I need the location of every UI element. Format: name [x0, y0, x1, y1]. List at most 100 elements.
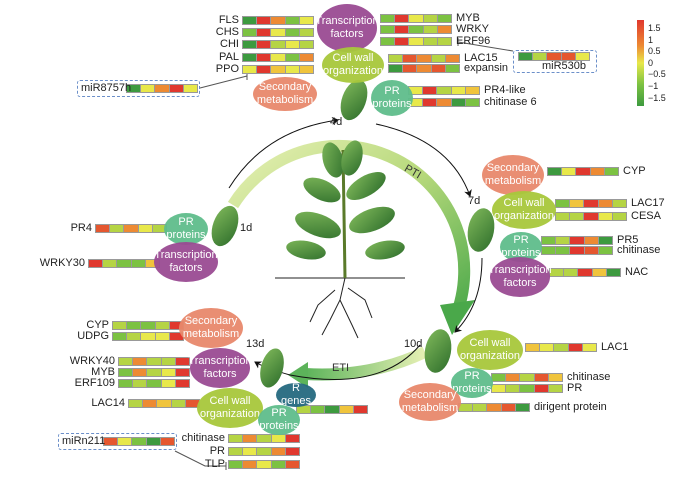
heatmap-cell: [127, 333, 141, 340]
heatmap-cell: [169, 333, 184, 340]
heatmap-cell: [243, 448, 257, 455]
heatmap-cell: [257, 66, 271, 73]
heatmap-cell: [243, 17, 257, 24]
heatmap-cell: [584, 200, 598, 207]
heatmap-cell: [285, 17, 299, 24]
arrow-1d-4d: [228, 116, 339, 189]
category-sm: Secondary metabolism: [399, 383, 461, 421]
heatmap-cell: [229, 461, 243, 468]
heatmap-cell: [132, 438, 146, 445]
heatmap-row: [242, 53, 314, 62]
scale-tick: −0.5: [648, 69, 666, 79]
mirna-heatmap-row: [518, 52, 590, 61]
heatmap-cell: [520, 385, 534, 392]
heatmap-cell: [437, 99, 451, 106]
heatmap-cell: [409, 38, 423, 45]
heatmap-row: [458, 403, 530, 412]
gene-label: PR4-like: [484, 84, 526, 96]
pti-arrow: [227, 139, 471, 321]
heatmap-row: [242, 65, 314, 74]
mirna-heatmap-row: [126, 84, 198, 93]
heatmap-cell: [157, 400, 171, 407]
heatmap-cell: [556, 247, 570, 254]
heatmap-cell: [147, 369, 161, 376]
day-label-1d: 1d: [240, 222, 253, 234]
heatmap-cell: [243, 54, 257, 61]
heatmap-cell: [271, 41, 285, 48]
mirna-box: [77, 80, 200, 97]
gene-label: TLP: [204, 458, 225, 470]
leaf-13d: [260, 348, 284, 388]
gene-label: NAC: [625, 266, 649, 278]
heatmap-cell: [437, 15, 452, 22]
category-rg: R genes: [276, 382, 316, 407]
heatmap-cell: [141, 85, 155, 92]
heatmap-cell: [96, 225, 110, 232]
category-tf: Transcription factors: [188, 348, 252, 388]
heatmap-cell: [146, 438, 160, 445]
heatmap-cell: [604, 168, 619, 175]
heatmap-cell: [175, 358, 190, 365]
day-label-10d: 10d: [404, 338, 423, 350]
heatmap-row: [388, 64, 460, 73]
category-tf: Transcription factors: [315, 4, 379, 52]
heatmap-cell: [127, 85, 141, 92]
heatmap-cell: [592, 269, 606, 276]
heatmap-cell: [299, 54, 314, 61]
heatmap-cell: [381, 38, 395, 45]
heatmap-cell: [423, 87, 437, 94]
heatmap-cell: [152, 225, 167, 232]
heatmap-cell: [598, 213, 612, 220]
heatmap-cell: [540, 344, 554, 351]
heatmap-cell: [547, 53, 561, 60]
heatmap-cell: [564, 269, 578, 276]
heatmap-cell: [519, 53, 533, 60]
scale-tick: 1.5: [648, 23, 661, 33]
gene-label: MYB: [91, 366, 115, 378]
heatmap-row: [541, 246, 613, 255]
heatmap-cell: [257, 461, 271, 468]
heatmap-cell: [570, 200, 584, 207]
gene-label: chitinase: [181, 432, 225, 444]
heatmap-cell: [161, 358, 175, 365]
gene-label: CYP: [623, 165, 646, 177]
gene-label: PAL: [219, 51, 239, 63]
gene-label: LAC14: [91, 397, 125, 409]
heatmap-cell: [487, 404, 501, 411]
heatmap-cell: [389, 65, 403, 72]
heatmap-cell: [243, 66, 257, 73]
heatmap-cell: [570, 237, 584, 244]
eti-arrowhead: [288, 362, 308, 388]
heatmap-row: [408, 98, 480, 107]
heatmap-cell: [155, 85, 169, 92]
heatmap-cell: [183, 85, 198, 92]
heatmap-cell: [562, 168, 576, 175]
heatmap-cell: [584, 237, 598, 244]
scale-tick: −1.5: [648, 93, 666, 103]
heatmap-cell: [459, 404, 473, 411]
heatmap-row: [228, 460, 300, 469]
gene-label: PR: [567, 382, 583, 394]
heatmap-cell: [257, 17, 271, 24]
heatmap-cell: [171, 400, 185, 407]
heatmap-cell: [271, 66, 285, 73]
heatmap-cell: [492, 385, 506, 392]
heatmap-cell: [110, 225, 124, 232]
scale-tick: 0.5: [648, 46, 661, 56]
heatmap-cell: [243, 461, 257, 468]
category-sm: Secondary metabolism: [482, 155, 544, 195]
heatmap-cell: [141, 322, 155, 329]
heatmap-cell: [465, 87, 480, 94]
heatmap-row: [491, 373, 563, 382]
color-scale-bar: [637, 20, 644, 106]
heatmap-cell: [423, 15, 437, 22]
gene-label: PR5: [617, 234, 639, 246]
heatmap-row: [555, 199, 627, 208]
gene-label: ERF96: [456, 35, 491, 47]
heatmap-cell: [451, 87, 465, 94]
mirna-heatmap-row: [103, 437, 175, 446]
heatmap-cell: [299, 41, 314, 48]
heatmap-cell: [353, 406, 368, 413]
